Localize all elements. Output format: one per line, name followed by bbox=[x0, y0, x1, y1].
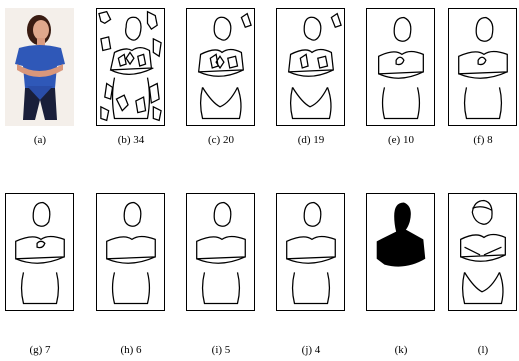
panel-l-outline bbox=[448, 193, 517, 311]
panel-i-segmentation bbox=[186, 193, 255, 311]
segmentation-outline bbox=[277, 194, 344, 310]
panel-b-segmentation bbox=[96, 8, 165, 126]
woman-photo bbox=[5, 8, 74, 126]
panel-c-segmentation bbox=[186, 8, 255, 126]
caption-d: (d) 19 bbox=[271, 134, 351, 146]
caption-a: (a) bbox=[0, 134, 80, 146]
caption-k: (k) bbox=[361, 344, 441, 356]
silhouette-mask bbox=[367, 194, 434, 310]
caption-i: (i) 5 bbox=[181, 344, 261, 356]
panel-j-segmentation bbox=[276, 193, 345, 311]
caption-f: (f) 8 bbox=[443, 134, 519, 146]
caption-b: (b) 34 bbox=[91, 134, 171, 146]
segmentation-outline bbox=[367, 9, 434, 125]
final-outline bbox=[449, 194, 516, 310]
caption-c: (c) 20 bbox=[181, 134, 261, 146]
caption-h: (h) 6 bbox=[91, 344, 171, 356]
segmentation-outline bbox=[6, 194, 73, 310]
caption-g: (g) 7 bbox=[0, 344, 80, 356]
panel-k-mask bbox=[366, 193, 435, 311]
panel-f-segmentation bbox=[448, 8, 517, 126]
caption-e: (e) 10 bbox=[361, 134, 441, 146]
segmentation-outline bbox=[97, 194, 164, 310]
segmentation-outline bbox=[97, 9, 164, 125]
panel-g-segmentation bbox=[5, 193, 74, 311]
panel-d-segmentation bbox=[276, 8, 345, 126]
segmentation-outline bbox=[277, 9, 344, 125]
caption-j: (j) 4 bbox=[271, 344, 351, 356]
segmentation-outline bbox=[187, 9, 254, 125]
panel-h-segmentation bbox=[96, 193, 165, 311]
caption-l: (l) bbox=[443, 344, 519, 356]
segmentation-outline bbox=[187, 194, 254, 310]
panel-e-segmentation bbox=[366, 8, 435, 126]
panel-a-photo bbox=[5, 8, 74, 126]
segmentation-outline bbox=[449, 9, 516, 125]
